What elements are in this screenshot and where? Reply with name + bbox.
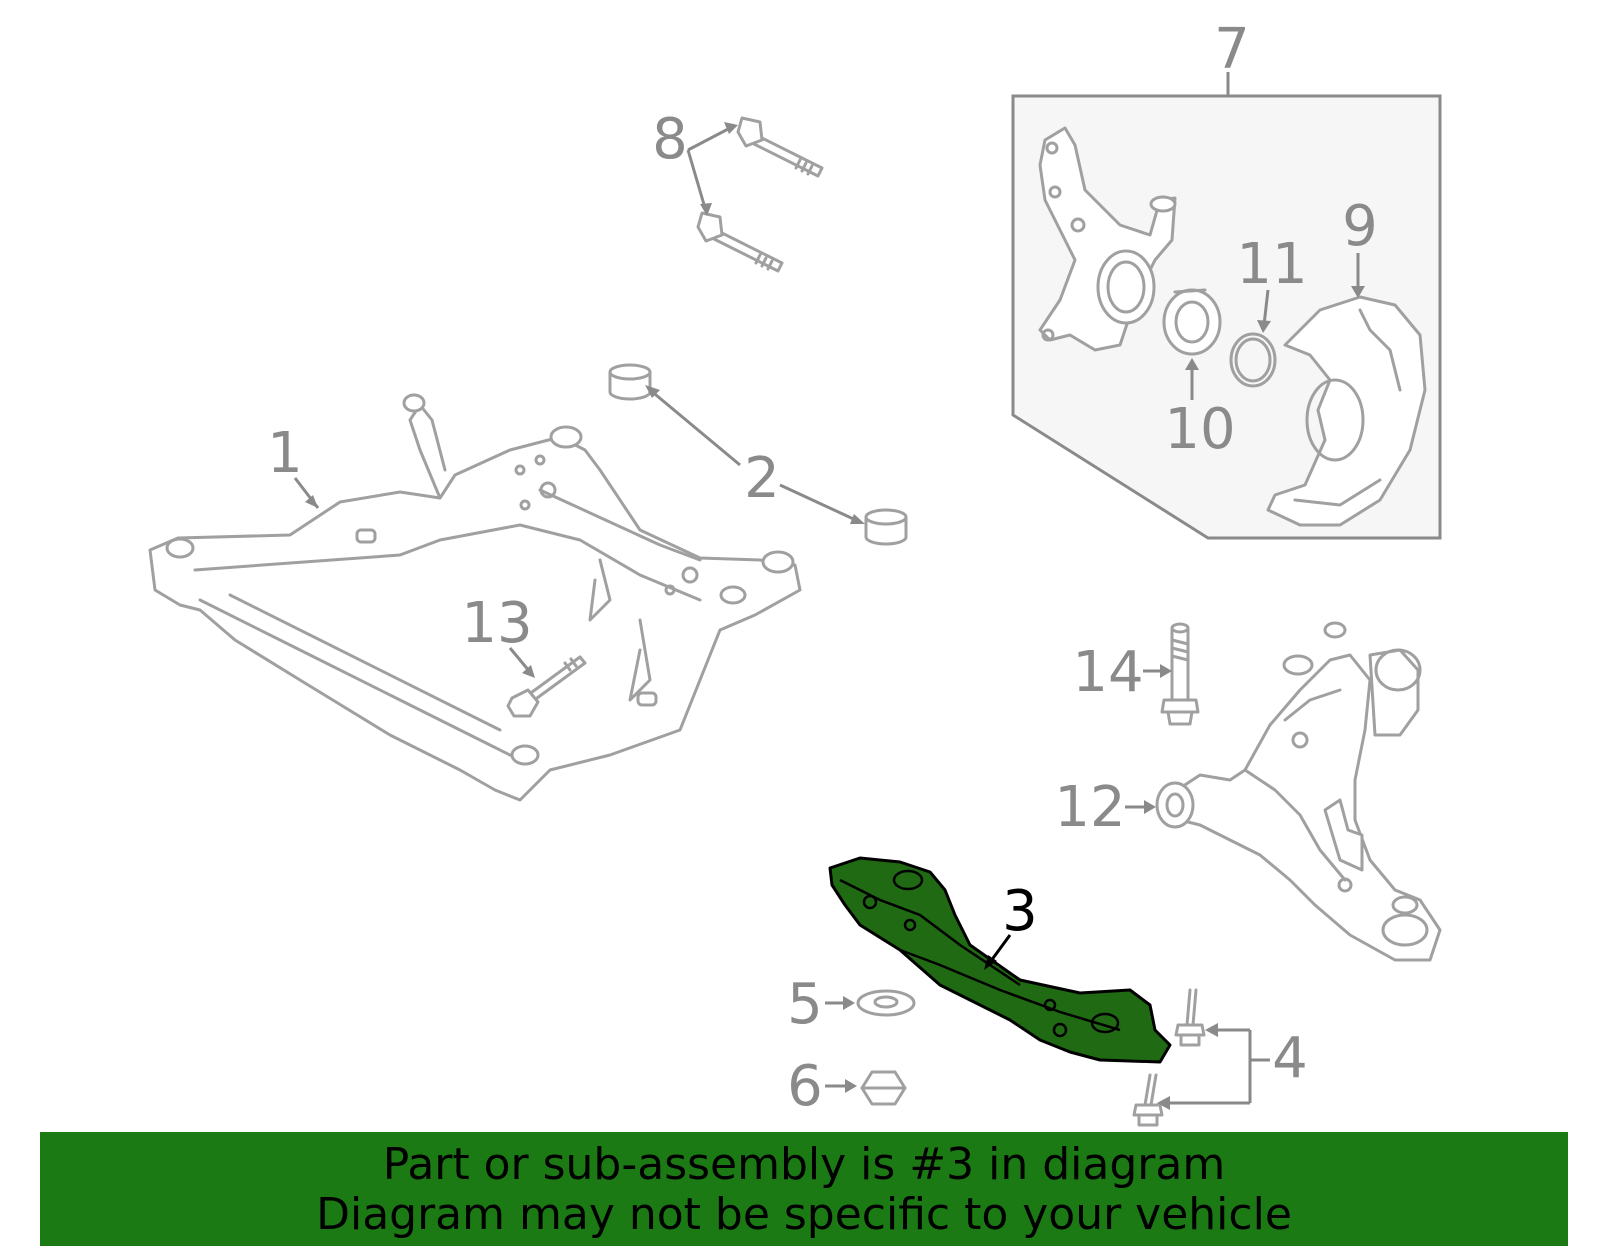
callout-6: 6 [787, 1054, 823, 1119]
arrow-8b [700, 203, 712, 216]
part-6-nut[interactable] [860, 1070, 907, 1106]
part-4-bolts[interactable] [1132, 988, 1206, 1127]
arrow-4b [1157, 1096, 1170, 1110]
arrow-1 [305, 495, 318, 508]
callout-7: 7 [1214, 17, 1250, 82]
arrow-13 [522, 665, 535, 678]
part-5-washer[interactable] [856, 989, 916, 1017]
arrow-11 [1257, 320, 1271, 333]
callout-11: 11 [1236, 232, 1307, 297]
banner-line-2: Diagram may not be specific to your vehi… [316, 1189, 1292, 1240]
callout-2: 2 [744, 446, 780, 511]
arrow-5 [843, 996, 855, 1010]
part-2-bushings[interactable] [608, 363, 908, 546]
callout-12: 12 [1054, 775, 1125, 840]
part-12-control-arm[interactable] [1155, 621, 1442, 962]
leader-13 [508, 647, 532, 673]
leader-8 [686, 126, 731, 209]
info-banner: Part or sub-assembly is #3 in diagram Di… [40, 1132, 1568, 1246]
arrow-12 [1144, 800, 1156, 814]
arrow-8a [724, 122, 738, 134]
leader-2b [779, 483, 861, 524]
part-7-knuckle-assembly[interactable] [1011, 94, 1442, 540]
part-14-bolt[interactable] [1160, 622, 1200, 726]
arrow-4a [1205, 1023, 1218, 1037]
callout-4: 4 [1272, 1026, 1308, 1091]
arrow-3 [984, 955, 997, 970]
callout-8: 8 [652, 107, 688, 172]
arrow-14 [1160, 664, 1172, 678]
callout-14: 14 [1072, 640, 1143, 705]
callout-5: 5 [787, 972, 823, 1037]
arrow-2b [850, 514, 865, 524]
callout-9: 9 [1342, 194, 1378, 259]
leader-4 [1162, 1028, 1270, 1105]
part-3-crossmember-highlighted[interactable] [828, 856, 1172, 1064]
banner-line-1: Part or sub-assembly is #3 in diagram [382, 1139, 1226, 1190]
callout-13: 13 [461, 591, 532, 656]
arrow-6 [845, 1079, 857, 1093]
leader-2a [649, 388, 741, 467]
part-1-subframe[interactable] [148, 393, 802, 802]
part-8-bolts[interactable] [696, 116, 824, 273]
callout-1: 1 [267, 421, 303, 486]
callout-3: 3 [1002, 879, 1038, 944]
leader-11 [1262, 289, 1270, 326]
callout-10: 10 [1164, 397, 1235, 462]
part-13-bolt[interactable] [506, 655, 587, 718]
arrow-10 [1185, 358, 1199, 370]
arrow-2a [645, 385, 660, 398]
arrow-9 [1351, 286, 1365, 298]
